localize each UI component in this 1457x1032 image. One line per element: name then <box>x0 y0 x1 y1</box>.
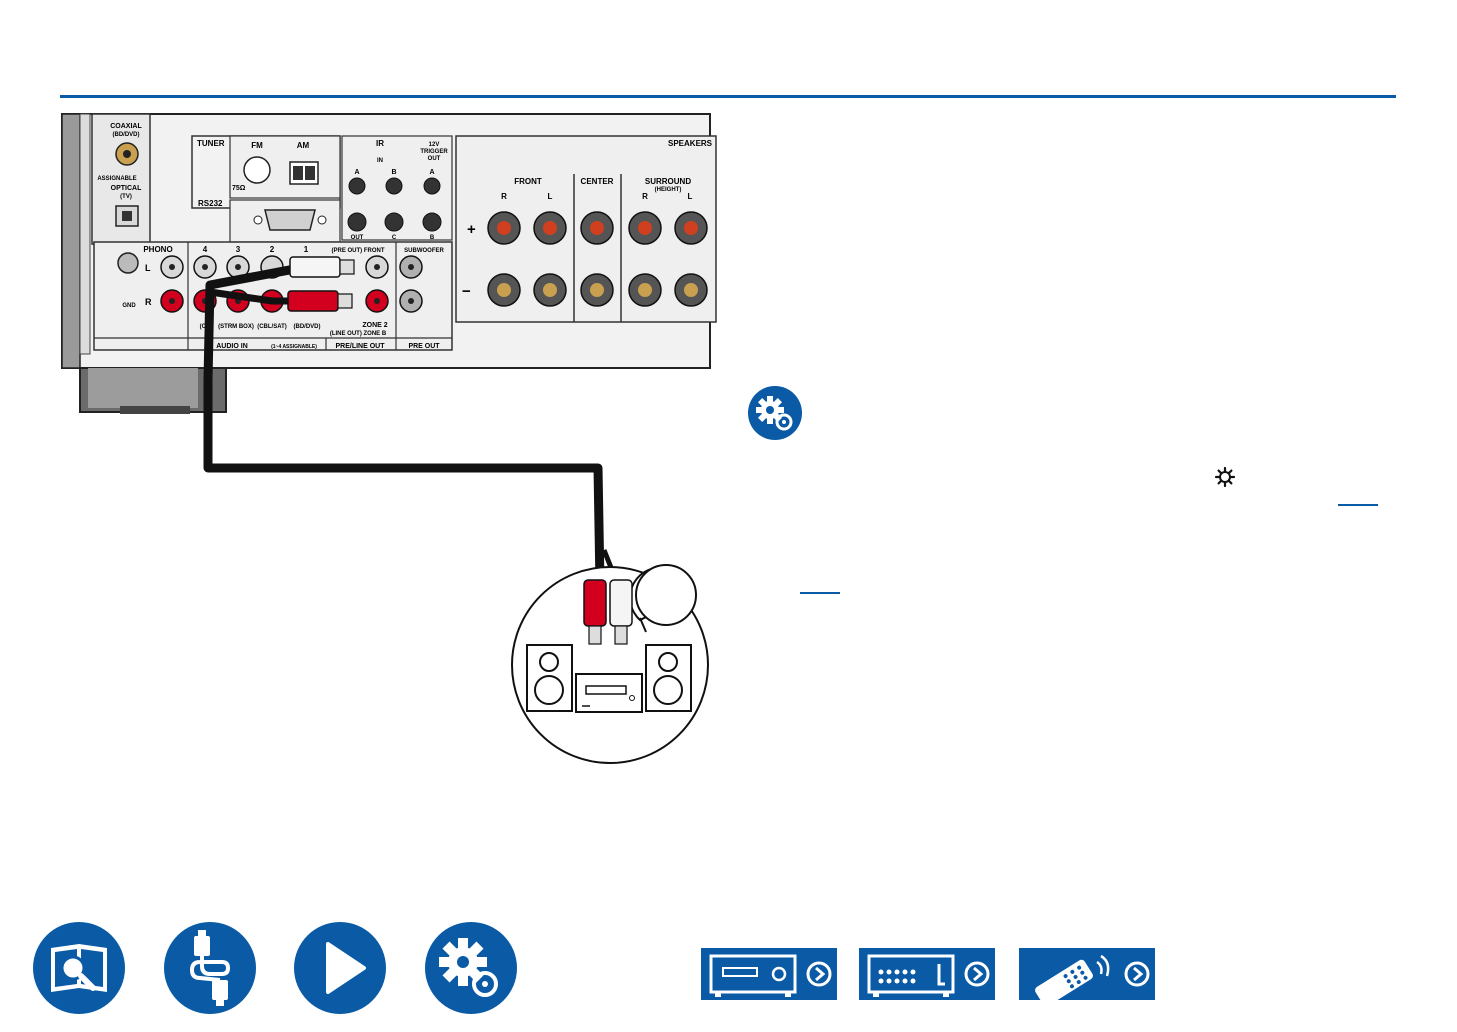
playback-button[interactable] <box>294 922 386 1014</box>
front-panel-button[interactable] <box>701 948 837 1000</box>
rs232-label: RS232 <box>198 199 223 208</box>
bd-dvd-label: (BD/DVD) <box>294 324 321 330</box>
zone2-label: ZONE 2 <box>362 322 387 329</box>
b-label: B <box>430 235 435 241</box>
pre-line-out-label: PRE/LINE OUT <box>335 343 385 350</box>
c-label: C <box>392 235 397 241</box>
speech-bubble <box>635 564 697 626</box>
trigger-label-3: OUT <box>428 156 441 162</box>
input-2-label: 2 <box>270 245 275 254</box>
optical-sub-label: (TV) <box>120 194 132 200</box>
ir-in-label: IN <box>377 158 383 164</box>
receiver-rear-icon <box>867 954 990 997</box>
receiver-front-icon <box>709 954 832 997</box>
pre-out-front-label: (PRE OUT) FRONT <box>332 248 385 254</box>
optical-label: OPTICAL <box>111 185 142 192</box>
assignable-label: ASSIGNABLE <box>97 176 136 182</box>
tuner-label: TUNER <box>197 139 225 148</box>
speaker-right-icon <box>645 644 692 712</box>
subwoofer-label: SUBWOOFER <box>404 248 444 254</box>
speaker-terminals <box>487 211 708 307</box>
trigger-label-1: 12V <box>429 142 440 148</box>
assignable-1-4-label: (1~4 ASSIGNABLE) <box>271 344 317 350</box>
input-3-label: 3 <box>236 245 241 254</box>
strm-box-label: (STRM BOX) <box>218 324 254 330</box>
ir-label: IR <box>376 139 384 148</box>
page-link-1[interactable] <box>1338 504 1378 506</box>
speakers-label: SPEAKERS <box>668 139 713 148</box>
phono-label: PHONO <box>143 245 172 254</box>
settings-hint-icon <box>748 386 802 440</box>
ir-a-label: A <box>354 169 359 176</box>
remote-control-icon <box>1035 954 1150 1000</box>
line-out-zoneb-label: (LINE OUT) ZONE B <box>330 331 387 337</box>
phono-l-label: L <box>145 263 151 273</box>
coaxial-label: COAXIAL <box>110 123 142 130</box>
ohm-label: 75Ω <box>232 185 246 192</box>
input-4-label: 4 <box>203 245 208 254</box>
surround-r-label: R <box>642 192 648 201</box>
coaxial-sub-label: (BD/DVD) <box>113 132 140 138</box>
out-label: OUT <box>351 235 364 241</box>
ir-b-label: B <box>391 169 396 176</box>
white-plug <box>289 256 341 278</box>
pre-out-label: PRE OUT <box>408 343 440 350</box>
gnd-label: GND <box>122 303 136 309</box>
remote-button[interactable] <box>1019 948 1155 1000</box>
input-1-label: 1 <box>304 245 309 254</box>
play-icon <box>326 942 366 994</box>
surround-label: SURROUND <box>645 177 691 186</box>
fm-label: FM <box>251 141 263 150</box>
center-label: CENTER <box>581 177 614 186</box>
page-link-2[interactable] <box>800 592 840 594</box>
height-label: (HEIGHT) <box>655 187 682 193</box>
front-l-label: L <box>548 192 553 201</box>
fm-jack <box>243 156 271 184</box>
am-label: AM <box>297 141 310 150</box>
minus-label: − <box>462 283 471 300</box>
plus-label: + <box>467 221 476 238</box>
front-r-label: R <box>501 192 507 201</box>
phono-r-label: R <box>145 297 152 307</box>
trigger-label-2: TRIGGER <box>420 149 448 155</box>
connection-diagram: COAXIAL (BD/DVD) ASSIGNABLE OPTICAL (TV)… <box>61 113 717 764</box>
connections-button[interactable] <box>164 922 256 1014</box>
gear-icon <box>439 938 498 997</box>
red-plug <box>287 290 339 312</box>
manual-search-button[interactable] <box>33 922 125 1014</box>
setup-button[interactable] <box>425 922 517 1014</box>
cbl-sat-label: (CBL/SAT) <box>257 324 287 330</box>
surround-l-label: L <box>688 192 693 201</box>
speaker-left-icon <box>526 644 573 712</box>
rear-panel-button[interactable] <box>859 948 995 1000</box>
rs232-port <box>264 209 316 231</box>
trigger-a-label: A <box>429 169 434 176</box>
front-label: FRONT <box>514 177 542 186</box>
audio-in-label: AUDIO IN <box>216 343 248 350</box>
amplifier-icon <box>575 673 643 713</box>
gear-icon <box>1214 466 1236 488</box>
header-rule <box>60 95 1396 98</box>
cable-icon <box>189 930 231 1006</box>
book-search-icon <box>51 944 107 992</box>
